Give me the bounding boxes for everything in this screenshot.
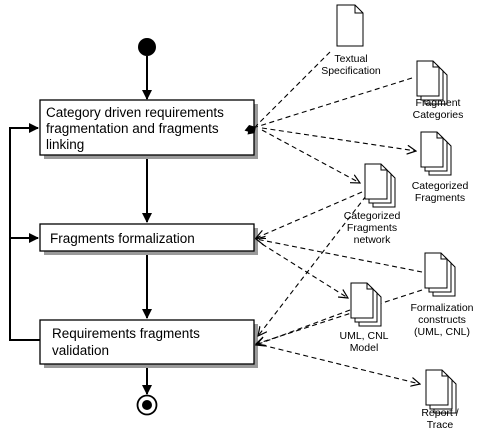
flow-step1-to-network: [261, 129, 360, 183]
document-stack-icon-fragments-network: [364, 163, 396, 208]
document-stack-icon-formalization-constructs: [424, 252, 456, 297]
feedback-loop: [9, 123, 40, 341]
document-icon-textual-spec: [336, 4, 364, 47]
flow-step3-to-report: [261, 344, 420, 384]
step3-line-1: Requirements fragments: [52, 326, 200, 341]
svg-text:Fragments formalization: Fragments formalization: [50, 231, 195, 246]
flow-step1-to-categorized: [261, 127, 416, 151]
activity-step-2: Fragments formalization: [39, 223, 258, 255]
step1-line-2: fragmentation and fragments: [46, 121, 219, 136]
flow-categories-to-step1: [244, 77, 413, 133]
label-report-trace: Report /Trace: [421, 407, 458, 431]
step2-line-1: Fragments formalization: [50, 231, 195, 246]
document-stack-icon-uml-cnl-model: [350, 282, 382, 327]
flow-constructs-to-step2: [256, 239, 423, 273]
document-stack-icon-report-trace: [425, 369, 457, 414]
flow-step2-to-uml: [261, 243, 348, 298]
flow-uml-to-step3: [256, 309, 351, 345]
final-node: [136, 394, 158, 416]
document-stack-icon-categorized-fragments: [420, 131, 452, 176]
document-stack-icon-fragment-categories: [416, 60, 448, 105]
activity-step-3: Requirements fragments validation: [39, 319, 258, 368]
flow-network-to-step2: [256, 191, 363, 238]
flow-textual-spec-to-step1: [247, 51, 331, 135]
step3-line-2: validation: [52, 343, 109, 358]
step1-line-3: linking: [46, 137, 84, 152]
initial-node: [138, 38, 156, 56]
flow-network-to-step3: [258, 195, 367, 336]
step1-line-1: Category driven requirements: [46, 105, 224, 120]
